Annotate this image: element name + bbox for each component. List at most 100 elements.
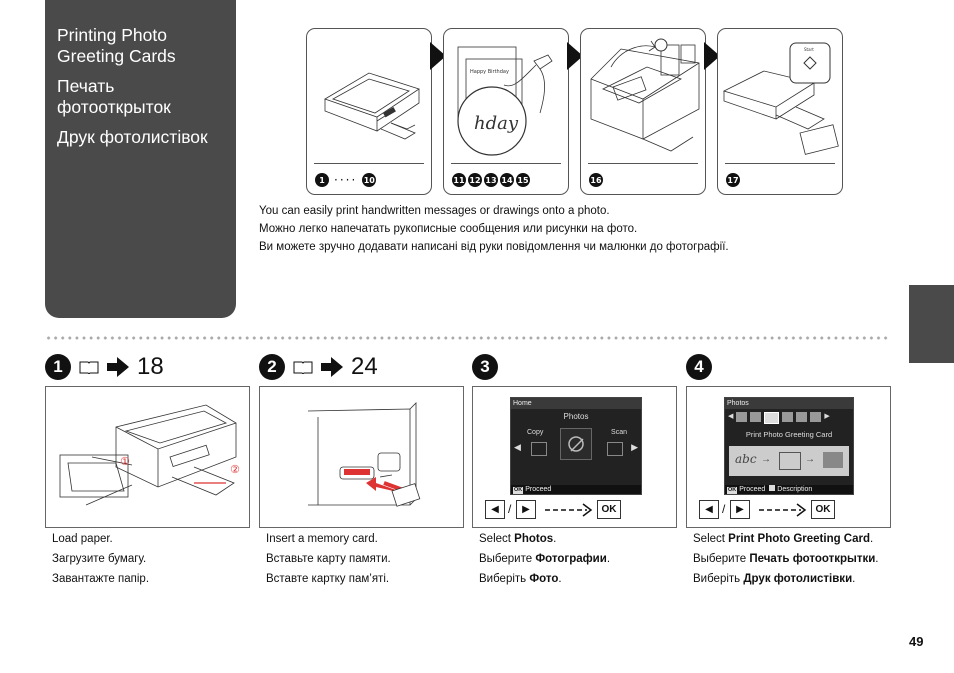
left-button[interactable]: ◀ <box>699 500 719 519</box>
strip-separator <box>451 163 561 164</box>
chapter-tab <box>909 285 954 363</box>
drawing-illustration: hday Happy Birthday <box>457 46 553 156</box>
step-2-panel <box>259 386 464 528</box>
strip-separator <box>588 163 698 164</box>
caption-ru: Выберите Печать фотооткрытки. <box>693 553 879 565</box>
caption-uk: Виберіть Друк фотолистівки. <box>693 573 856 585</box>
step-number-badge: 13 <box>484 173 498 187</box>
menu-icon-selected <box>764 412 780 424</box>
caption-ru: Выберите Фотографии. <box>479 553 611 565</box>
flow-arrow-icon: → <box>805 454 815 465</box>
caption-uk: Виберіть Фото. <box>479 573 562 585</box>
step-3-captions: Select Photos. Выберите Фотографии. Вибе… <box>479 529 610 589</box>
title-en-2: Greeting Cards <box>57 46 176 66</box>
title-en-1: Printing Photo <box>57 25 167 45</box>
range-dots: ···· <box>334 173 358 187</box>
description-key-icon <box>769 485 776 491</box>
lcd-right-arrow-icon: ▶ <box>631 442 638 452</box>
right-button[interactable]: ▶ <box>730 500 750 519</box>
menu-icon <box>736 412 748 422</box>
step-number: 4 <box>686 354 712 380</box>
step-number: 3 <box>472 354 498 380</box>
book-icon <box>293 361 313 374</box>
strip-step-1: 1 ···· 10 <box>306 28 432 195</box>
dotted-divider <box>45 336 891 340</box>
step-4-header: 4 <box>686 352 712 382</box>
menu-icon <box>750 412 762 422</box>
step-4-panel: Photos ◀ ▶ Print Photo Greeting Card abc… <box>686 386 891 528</box>
lcd-screen: Photos ◀ ▶ Print Photo Greeting Card abc… <box>724 397 854 495</box>
page-ref: 24 <box>351 353 378 380</box>
caption-en: Load paper. <box>52 533 113 545</box>
step-2-captions: Insert a memory card. Вставьте карту пам… <box>266 529 391 589</box>
strip-step-numbers: 1 ···· 10 <box>315 172 377 188</box>
caption-uk: Завантажте папір. <box>52 573 150 585</box>
page-number: 49 <box>909 634 924 649</box>
flow-arrow-icon: → <box>761 454 771 465</box>
callout-1: ① <box>120 455 130 468</box>
ok-button[interactable]: OK <box>597 500 621 519</box>
lcd-right-arrow-icon: ▶ <box>824 413 830 420</box>
load-paper-illustration: ① ② <box>59 404 240 506</box>
strip-step-numbers: 17 <box>726 172 740 188</box>
lcd-left-arrow-icon: ◀ <box>514 442 521 452</box>
step-number-badge: 17 <box>726 173 740 187</box>
lcd-header: Photos <box>725 398 853 409</box>
memory-card-illustration <box>307 402 421 507</box>
right-triangle-icon: ▶ <box>736 504 744 515</box>
strip-step-numbers: 16 <box>589 172 603 188</box>
scan-sheet-icon <box>779 452 801 470</box>
drawing-text: Happy Birthday <box>470 69 509 75</box>
step-1-captions: Load paper. Загрузите бумагу. Завантажте… <box>52 529 149 589</box>
step-number-badge: 10 <box>362 173 377 187</box>
sample-text: abc <box>735 452 757 466</box>
lcd-title: Photos <box>563 412 589 421</box>
drawing-letters: hday <box>474 113 519 134</box>
title-uk: Друк фотолистівок <box>57 127 208 147</box>
caption-en: Insert a memory card. <box>266 533 378 545</box>
lcd-left-item: Copy <box>527 429 544 436</box>
step-1-panel: ① ② <box>45 386 250 528</box>
strip-step-2: hday Happy Birthday 11 12 13 14 15 <box>443 28 569 195</box>
slash: / <box>722 502 726 516</box>
right-button[interactable]: ▶ <box>516 500 536 519</box>
left-button[interactable]: ◀ <box>485 500 505 519</box>
print-illustration: Start <box>722 42 839 155</box>
strip-arrow-icon <box>704 42 720 70</box>
lcd-icon-row: ◀ ▶ <box>728 412 830 424</box>
photos-icon <box>560 428 592 460</box>
caption-en: Select Photos. <box>479 533 557 545</box>
callout-2: ② <box>230 463 240 476</box>
scanner-illustration <box>590 38 700 152</box>
card-result-icon <box>823 452 843 468</box>
ok-button[interactable]: OK <box>811 500 835 519</box>
step-number-badge: 15 <box>516 173 530 187</box>
slash: / <box>508 502 512 516</box>
menu-icon <box>796 412 808 422</box>
step-number-badge: 16 <box>589 173 603 187</box>
arrow-right-icon <box>107 357 129 377</box>
step-number: 1 <box>45 354 71 380</box>
strip-arrow-icon <box>430 42 446 70</box>
lcd-title: Print Photo Greeting Card <box>745 430 833 439</box>
lcd-header: Home <box>511 398 641 409</box>
title-ru-1: Печать <box>57 76 115 96</box>
caption-uk: Вставте картку пам’яті. <box>266 573 390 585</box>
step-number-badge: 1 <box>315 173 329 187</box>
left-triangle-icon: ◀ <box>491 504 499 515</box>
right-triangle-icon: ▶ <box>522 504 530 515</box>
title-panel: Printing Photo Greeting Cards Печать фот… <box>45 0 236 318</box>
caption-ru: Загрузите бумагу. <box>52 553 147 565</box>
intro-uk: Ви можете зручно додавати написані від р… <box>259 241 729 253</box>
start-label: Start <box>804 47 814 52</box>
greeting-card-flow: abc → → <box>729 446 849 476</box>
title-ru-2: фотооткрыток <box>57 97 171 117</box>
strip-step-3: 16 <box>580 28 706 195</box>
printer-illustration <box>324 72 420 140</box>
step-number-badge: 12 <box>468 173 482 187</box>
lcd-right-item: Scan <box>611 429 627 436</box>
step-number-badge: 14 <box>500 173 514 187</box>
